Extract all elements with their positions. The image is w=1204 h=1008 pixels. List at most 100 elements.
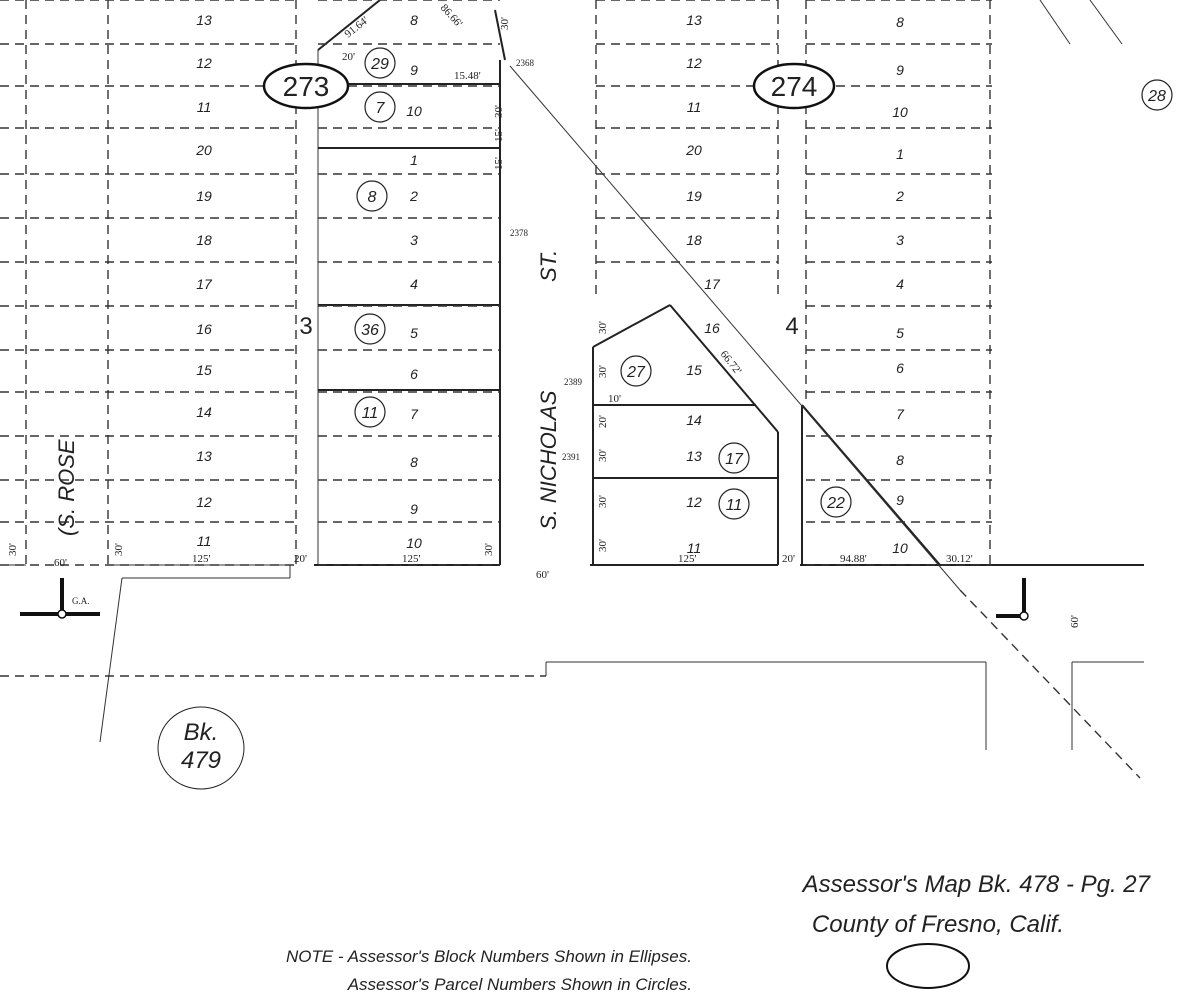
dim-30-a: 30' (493, 105, 505, 118)
block-273-east-boundaries (295, 0, 506, 566)
svg-text:479: 479 (181, 747, 221, 774)
lot-number: 14 (686, 412, 702, 428)
dim-20-b: 20' (597, 415, 609, 428)
parcel-number: 17 (725, 451, 744, 468)
dim-30-12: 30.12' (946, 553, 973, 565)
lot-number: 7 (410, 406, 419, 422)
parcel-number: 8 (368, 189, 377, 206)
lot-number: 16 (704, 320, 720, 336)
lot-number: 14 (196, 404, 212, 420)
lot-number: 10 (892, 104, 908, 120)
parcel-circle (354, 396, 386, 428)
dim-125-b: 125' (402, 553, 421, 565)
lot-number: 6 (896, 360, 904, 376)
lot-number: 2 (895, 188, 904, 204)
dim-2368: 2368 (516, 58, 535, 68)
lot-number: 1 (896, 146, 904, 162)
lot-number: 18 (196, 232, 212, 248)
lot-number: 11 (197, 533, 212, 549)
parcel-circle (354, 313, 386, 345)
parcel-number: 36 (361, 322, 379, 339)
svg-text:273: 273 (283, 71, 330, 102)
dim-30-f: 30' (597, 539, 609, 552)
parcel-circle (718, 488, 750, 520)
lot-number: 19 (686, 188, 702, 204)
lot-number: 8 (410, 454, 418, 470)
street-nicholas: S. NICHOLAS (536, 390, 561, 530)
dim-20-d: 20' (782, 553, 795, 565)
diagonal-easement-line (509, 0, 1141, 779)
dim-86-66: 86.66' (438, 2, 465, 30)
lot-number: 11 (197, 99, 212, 115)
lot-number: 11 (687, 540, 702, 556)
parcel-number: 27 (626, 364, 646, 381)
block-274-boundaries (590, 0, 1144, 566)
lot-number: 4 (410, 276, 418, 292)
ga-monument-right (996, 578, 1029, 621)
lot-number: 5 (896, 325, 904, 341)
note-line-2: Assessor's Parcel Numbers Shown in Circl… (347, 975, 692, 994)
dim-2389: 2389 (564, 377, 583, 387)
block-274-east-lot-lines (806, 0, 992, 566)
dim-15-48: 15.48' (454, 70, 481, 82)
street-st: ST. (536, 250, 561, 282)
block-3-label: 3 (299, 313, 312, 340)
parcel-circle (364, 91, 396, 123)
lot-number: 10 (406, 103, 422, 119)
parcel-number: 22 (826, 495, 845, 512)
dim-30-d: 30' (597, 449, 609, 462)
lot-number: 17 (704, 276, 721, 292)
dim-15-a: 15' (493, 129, 505, 142)
lot-number: 12 (196, 494, 212, 510)
dim-15-b: 15' (493, 157, 505, 170)
dim-30-i: 30' (483, 543, 495, 556)
ga-label: G.A. (72, 596, 90, 606)
lot-number: 13 (686, 12, 702, 28)
lot-number: 16 (196, 321, 212, 337)
map-reference: Assessor's Map Bk. 478 - Pg. 27 (801, 871, 1152, 898)
parcel-circle (718, 442, 750, 474)
lot-number: 9 (410, 501, 418, 517)
dim-60-a: 60' (54, 557, 67, 569)
legend-ellipse (886, 943, 970, 989)
lot-number: 2 (409, 188, 418, 204)
lot-number: 8 (410, 12, 418, 28)
lot-numbers: 1312112019181716151413121189101234567891… (195, 12, 908, 556)
dim-2378: 2378 (510, 228, 529, 238)
street-rose: (S. ROSE (54, 439, 79, 536)
left-street-edges (0, 0, 291, 743)
ga-monument-left (20, 578, 100, 619)
dimension-labels: 91.64' 86.66' 30' 20' 15.48' 2368 30' 15… (7, 2, 1081, 628)
dim-125-c: 125' (678, 553, 697, 565)
dim-2391: 2391 (562, 452, 580, 462)
lot-number: 17 (196, 276, 213, 292)
svg-text:Bk.: Bk. (184, 719, 219, 746)
parcel-circle (820, 486, 852, 518)
lot-number: 8 (896, 14, 904, 30)
dim-20-c: 20' (294, 553, 307, 565)
dim-10: 10' (608, 393, 621, 405)
dim-30-c: 30' (597, 365, 609, 378)
block-ellipse-274: 274 (752, 62, 836, 110)
dim-30-e: 30' (597, 495, 609, 508)
book-479-ellipse: Bk. 479 (157, 706, 245, 790)
dim-125-a: 125' (192, 553, 211, 565)
dim-20-top: 20' (342, 51, 355, 63)
bottom-road-lines (0, 661, 1144, 750)
parcel-number: 28 (1147, 88, 1166, 105)
lot-number: 15 (686, 362, 702, 378)
lot-number: 13 (686, 448, 702, 464)
lot-number: 8 (896, 452, 904, 468)
lot-number: 12 (196, 55, 212, 71)
lot-number: 4 (896, 276, 904, 292)
parcel-number: 11 (362, 405, 379, 422)
lot-number: 9 (410, 62, 418, 78)
parcel-number: 7 (376, 100, 386, 117)
parcel-number: 29 (370, 56, 389, 73)
lot-number: 12 (686, 55, 702, 71)
dim-60-c: 60' (1069, 615, 1081, 628)
parcel-circle (620, 355, 652, 387)
lot-number: 3 (896, 232, 904, 248)
